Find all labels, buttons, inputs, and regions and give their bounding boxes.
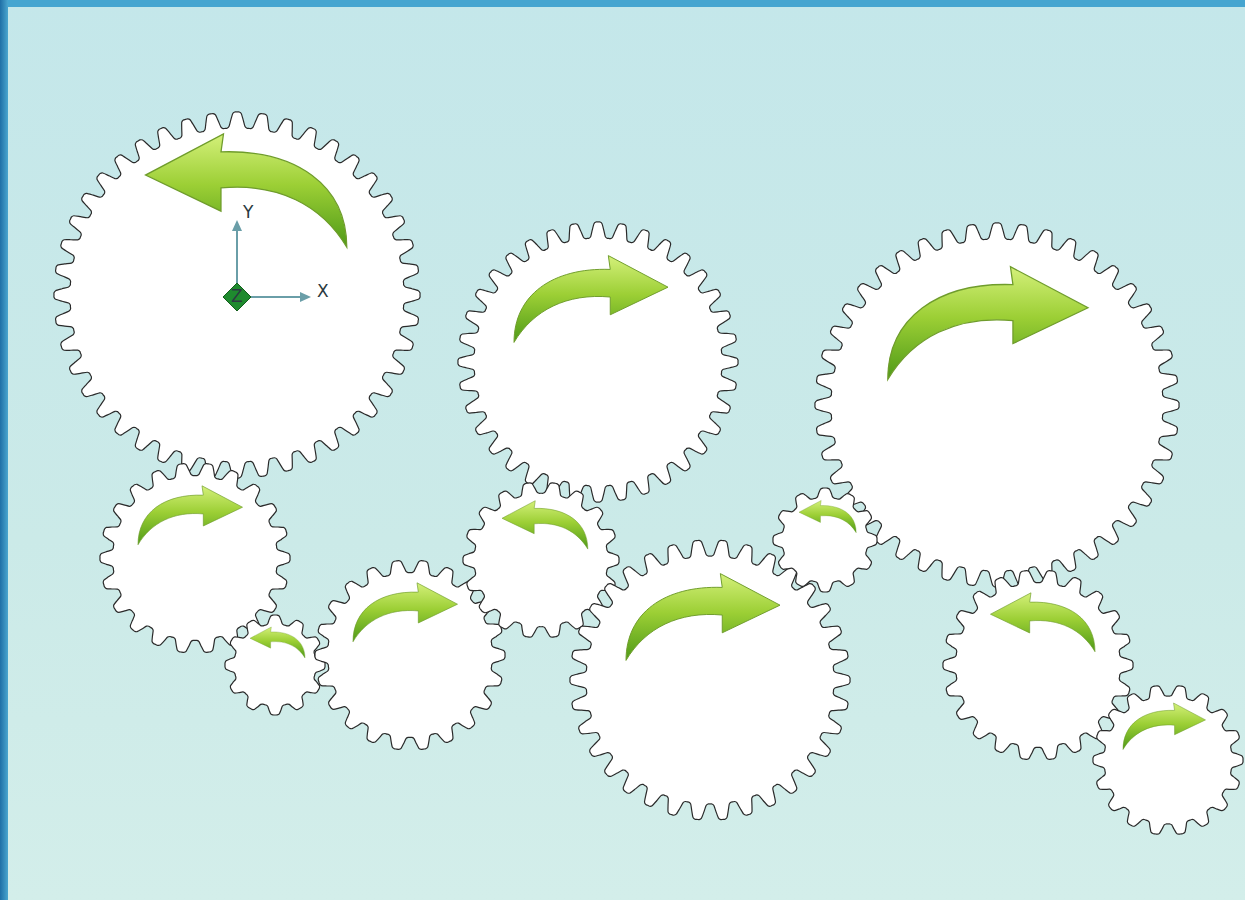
top-frame xyxy=(0,0,1245,7)
left-frame xyxy=(0,0,8,900)
gear xyxy=(458,222,738,502)
gear-outline xyxy=(54,112,420,478)
y-axis-head xyxy=(232,220,242,231)
gear-outline xyxy=(1093,686,1243,834)
rotation-arrow xyxy=(502,501,588,549)
rotation-arrow xyxy=(626,574,780,661)
gear xyxy=(225,615,325,715)
origin-diamond xyxy=(223,283,251,311)
gear-outline xyxy=(225,615,325,715)
rotation-arrow xyxy=(514,256,668,343)
gear-outline xyxy=(773,488,877,592)
rotation-arrow xyxy=(991,593,1096,652)
rotation-arrow xyxy=(353,583,458,642)
rotation-arrow xyxy=(146,134,347,247)
rotation-arrow xyxy=(138,486,243,545)
axis-label: Y xyxy=(243,204,253,221)
gear xyxy=(100,464,290,653)
axis-icon xyxy=(223,220,311,311)
gear-outline xyxy=(458,222,738,502)
gear xyxy=(1093,686,1243,834)
gear xyxy=(773,488,877,592)
x-axis-head xyxy=(300,292,311,302)
gear xyxy=(54,112,420,478)
rotation-arrow xyxy=(799,500,856,532)
axis-label: Z xyxy=(231,288,243,305)
rotation-arrow xyxy=(1123,703,1206,750)
rotation-arrow xyxy=(888,267,1088,380)
rotation-arrow xyxy=(250,627,305,658)
axis-label: X xyxy=(317,283,329,300)
gear-outline xyxy=(100,464,290,653)
